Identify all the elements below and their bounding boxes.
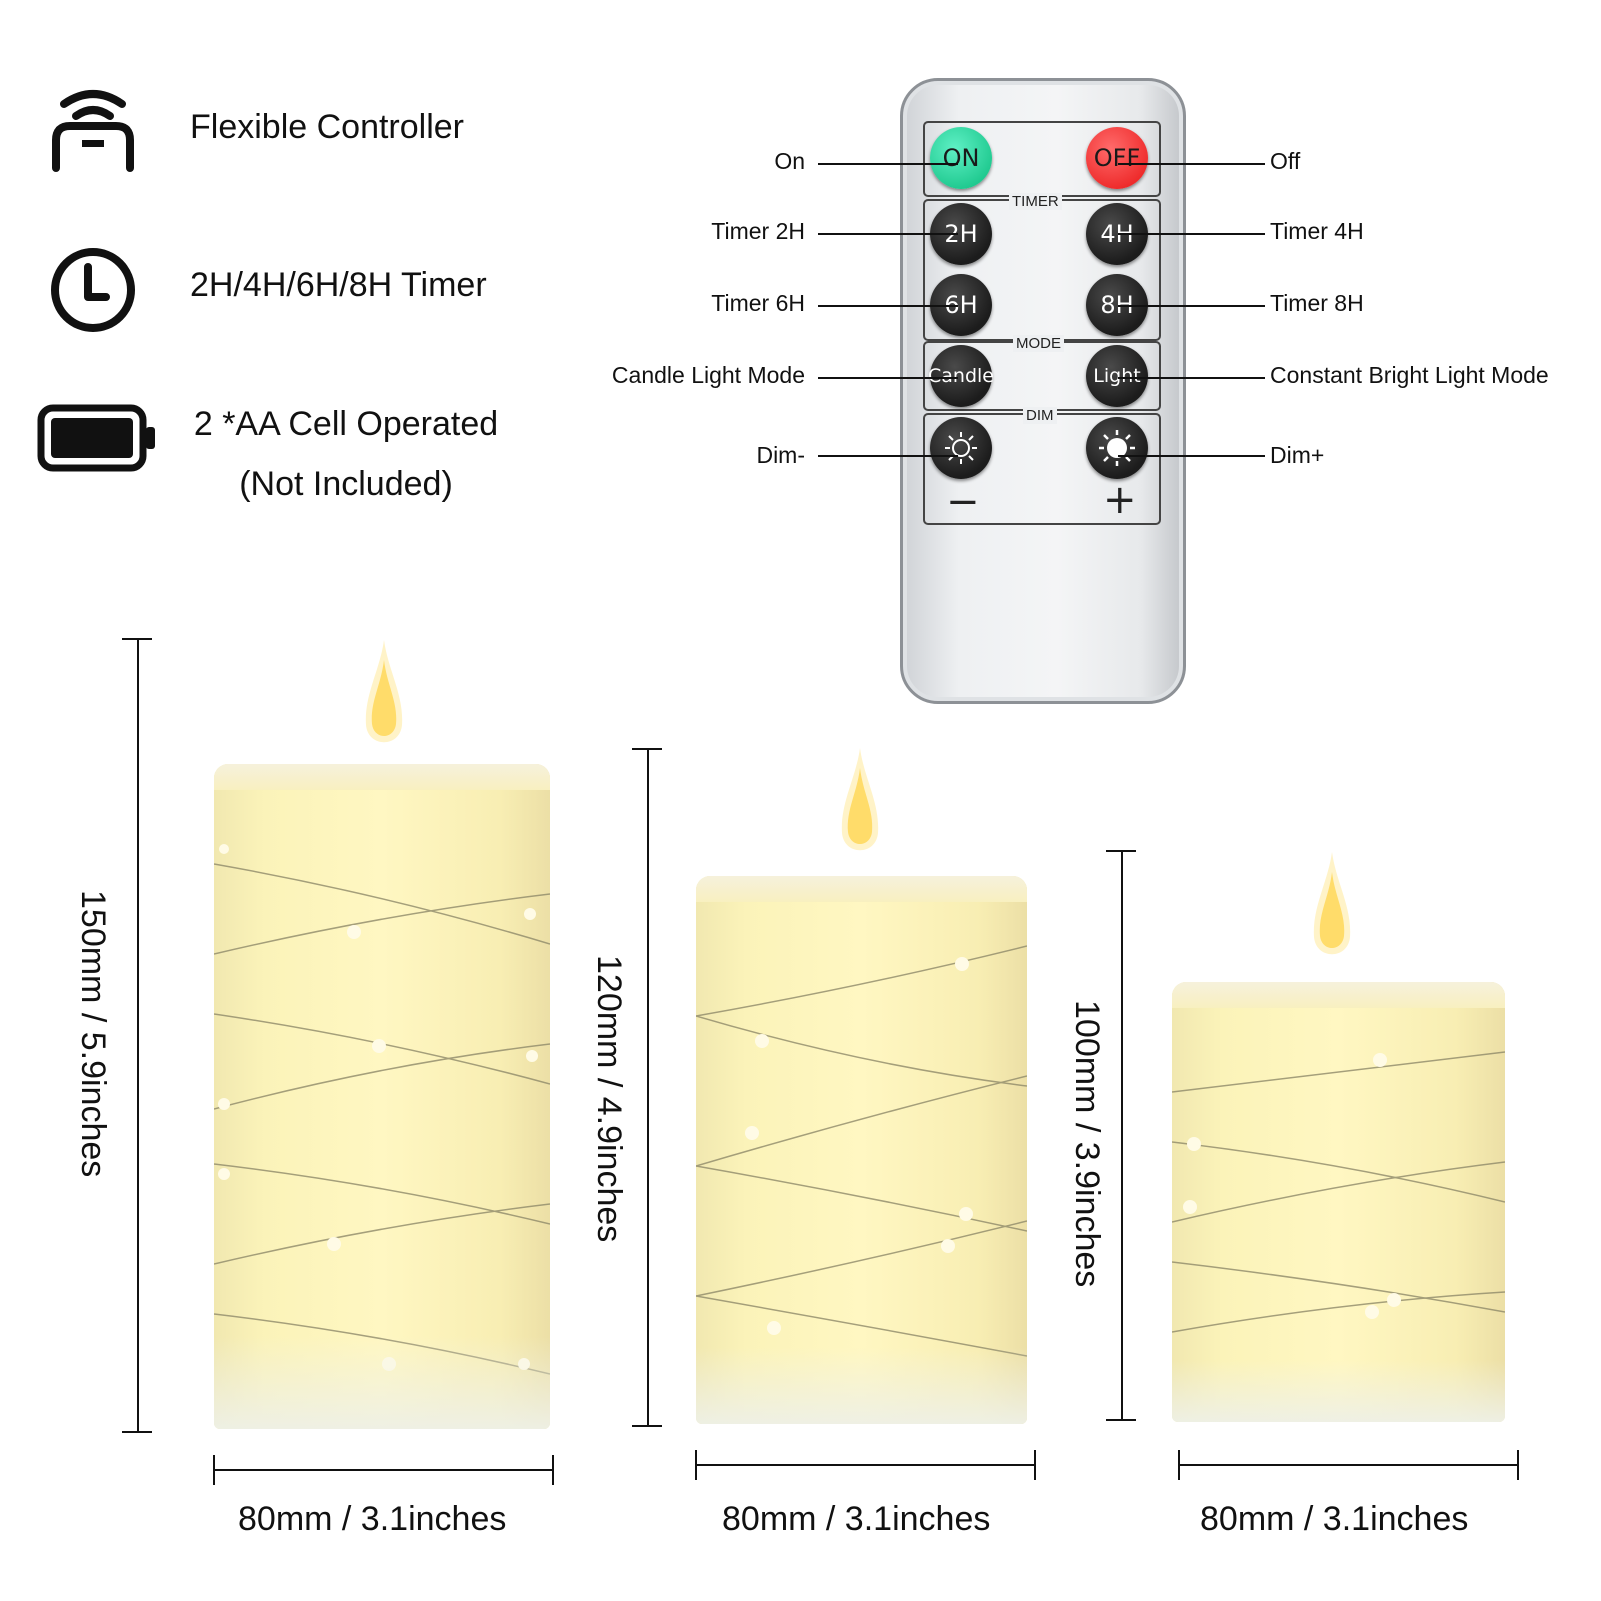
dim-panel-title: DIM	[1023, 407, 1057, 424]
height-line-short	[1121, 850, 1123, 1421]
label-timer-6h: Timer 6H	[711, 290, 805, 316]
flame-icon	[841, 748, 879, 851]
leader-bright-mode	[1118, 377, 1265, 379]
fairy-lights-wire	[1172, 1051, 1505, 1333]
feature-battery-note: (Not Included)	[239, 465, 453, 503]
battery-icon	[37, 404, 155, 472]
leader-timer-8h	[1118, 305, 1265, 307]
on-button[interactable]: ON	[930, 127, 992, 189]
dim-plus-sign: +	[1103, 477, 1137, 523]
timer-panel-title: TIMER	[1009, 193, 1062, 210]
flame-icon	[1313, 852, 1351, 955]
width-line-short	[1178, 1464, 1519, 1466]
off-button[interactable]: OFF	[1086, 127, 1148, 189]
leader-timer-6h	[818, 305, 958, 307]
candle-tall	[214, 764, 550, 1429]
light-mode-button[interactable]: Light	[1086, 345, 1148, 407]
wireless-remote-icon	[52, 90, 134, 172]
label-timer-8h: Timer 8H	[1270, 290, 1364, 316]
width-label-short: 80mm / 3.1inches	[1200, 1500, 1469, 1538]
width-line-tall	[213, 1469, 554, 1471]
candle-mode-button[interactable]: Candle	[928, 345, 994, 407]
clock-icon	[51, 248, 135, 332]
flame-icon	[365, 640, 403, 743]
height-label-medium: 120mm / 4.9inches	[590, 955, 628, 1243]
leader-timer-2h	[818, 233, 958, 235]
width-label-tall: 80mm / 3.1inches	[238, 1500, 507, 1538]
sun-outline-icon	[945, 432, 977, 464]
width-line-medium	[695, 1464, 1036, 1466]
height-line-medium	[647, 748, 649, 1427]
height-label-tall: 150mm / 5.9inches	[74, 890, 112, 1178]
leader-off	[1118, 163, 1265, 165]
label-on: On	[774, 148, 805, 174]
dim-minus-button[interactable]	[930, 417, 992, 479]
label-timer-4h: Timer 4H	[1270, 218, 1364, 244]
feature-battery-text: 2 *AA Cell Operated	[193, 405, 499, 443]
height-line-tall	[137, 638, 139, 1433]
timer-2h-button[interactable]: 2H	[930, 203, 992, 265]
label-timer-2h: Timer 2H	[711, 218, 805, 244]
leader-dim-minus	[818, 455, 958, 457]
dim-plus-button[interactable]	[1086, 417, 1148, 479]
label-dim-minus: Dim-	[756, 442, 805, 468]
feature-controller-text: Flexible Controller	[190, 108, 464, 146]
dim-minus-sign: −	[946, 479, 980, 525]
candle-short	[1172, 982, 1505, 1422]
feature-timer-text: 2H/4H/6H/8H Timer	[190, 266, 487, 304]
mode-panel-title: MODE	[1013, 335, 1064, 352]
leader-on	[818, 163, 958, 165]
sun-filled-icon	[1099, 430, 1135, 466]
fairy-lights-wire	[696, 945, 1027, 1357]
leader-dim-plus	[1118, 455, 1265, 457]
width-label-medium: 80mm / 3.1inches	[722, 1500, 991, 1538]
leader-candle-mode	[818, 377, 958, 379]
leader-timer-4h	[1118, 233, 1265, 235]
label-dim-plus: Dim+	[1270, 442, 1325, 468]
remote-control: ON OFF TIMER 2H 4H 6H 8H MODE Candle Lig…	[900, 78, 1186, 704]
label-off: Off	[1270, 148, 1301, 174]
fairy-lights-wire	[214, 844, 550, 1375]
height-label-short: 100mm / 3.9inches	[1068, 1000, 1106, 1288]
candle-medium	[696, 876, 1027, 1424]
label-candle-mode: Candle Light Mode	[611, 362, 805, 388]
label-bright-mode: Constant Bright Light Mode	[1270, 362, 1549, 388]
